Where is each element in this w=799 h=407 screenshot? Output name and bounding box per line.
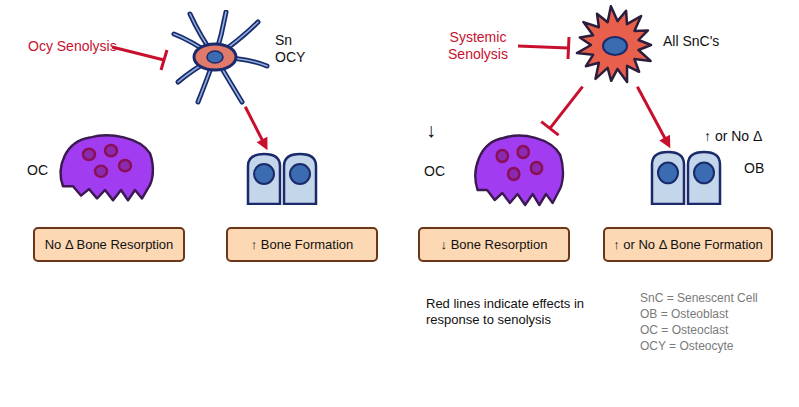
note-text: Red lines indicate effects in response t… — [426, 296, 606, 328]
cell-label: ↓ — [426, 118, 436, 142]
legend-text: OC = Osteoclast — [640, 323, 728, 337]
senolysis-label: Ocy Senolysis — [28, 38, 117, 55]
osteoblast-cells: ↑ or No ΔOB — [650, 150, 722, 205]
osteoclast-cell-drawing — [470, 130, 565, 210]
legend-entry: SnC = Senescent Cell — [640, 290, 758, 306]
inhibition-bar — [161, 50, 167, 70]
legend-text: SnC = Senescent Cell — [640, 291, 758, 305]
legend-text: OCY = Osteocyte — [640, 339, 734, 353]
osteoblast-cells-drawing — [650, 150, 722, 205]
inhibition-bar — [568, 37, 569, 59]
osteoblast-cells-drawing — [246, 152, 318, 205]
inhibition-connector — [541, 87, 582, 136]
osteoblast-cells — [246, 152, 318, 205]
legend-entry: OC = Osteoclast — [640, 322, 728, 338]
osteoclast-cell: OC — [55, 130, 155, 205]
osteocyte-cell-drawing — [170, 10, 270, 105]
outcome-box: ↓ Bone Resorption — [418, 227, 570, 262]
cell-label: OC — [27, 162, 48, 179]
outcome-text: ↑ or No Δ Bone Formation — [613, 236, 763, 253]
outcome-box: No Δ Bone Resorption — [33, 227, 185, 262]
outcome-box: ↑ or No Δ Bone Formation — [603, 227, 773, 262]
legend-text: OB = Osteoblast — [640, 307, 728, 321]
osteoclast-cell-drawing — [55, 130, 155, 205]
senolysis-label: Systemic Senolysis — [440, 29, 516, 63]
senescent-cell-drawing — [575, 5, 655, 85]
senolysis-line — [518, 46, 568, 48]
cell-label: OC — [424, 163, 445, 180]
arrow-connector — [245, 107, 267, 150]
outcome-box: ↑ Bone Formation — [226, 227, 378, 262]
outcome-text: ↑ Bone Formation — [251, 236, 354, 253]
senolysis-line — [112, 47, 164, 60]
cell-label: ↑ or No Δ — [704, 128, 762, 145]
senescent-cell: All SnC's — [575, 5, 655, 85]
outcome-text: No Δ Bone Resorption — [45, 236, 174, 253]
outcome-text: ↓ Bone Resorption — [441, 236, 548, 253]
cell-label: OB — [744, 160, 764, 177]
osteocyte-cell: Sn OCY — [170, 10, 270, 105]
cell-label: Sn OCY — [275, 32, 311, 66]
legend-entry: OB = Osteoblast — [640, 306, 728, 322]
osteoclast-cell: ↓OC — [470, 130, 565, 210]
arrow-connector — [637, 87, 670, 148]
legend-entry: OCY = Osteocyte — [640, 338, 734, 354]
cell-label: All SnC's — [663, 33, 719, 50]
